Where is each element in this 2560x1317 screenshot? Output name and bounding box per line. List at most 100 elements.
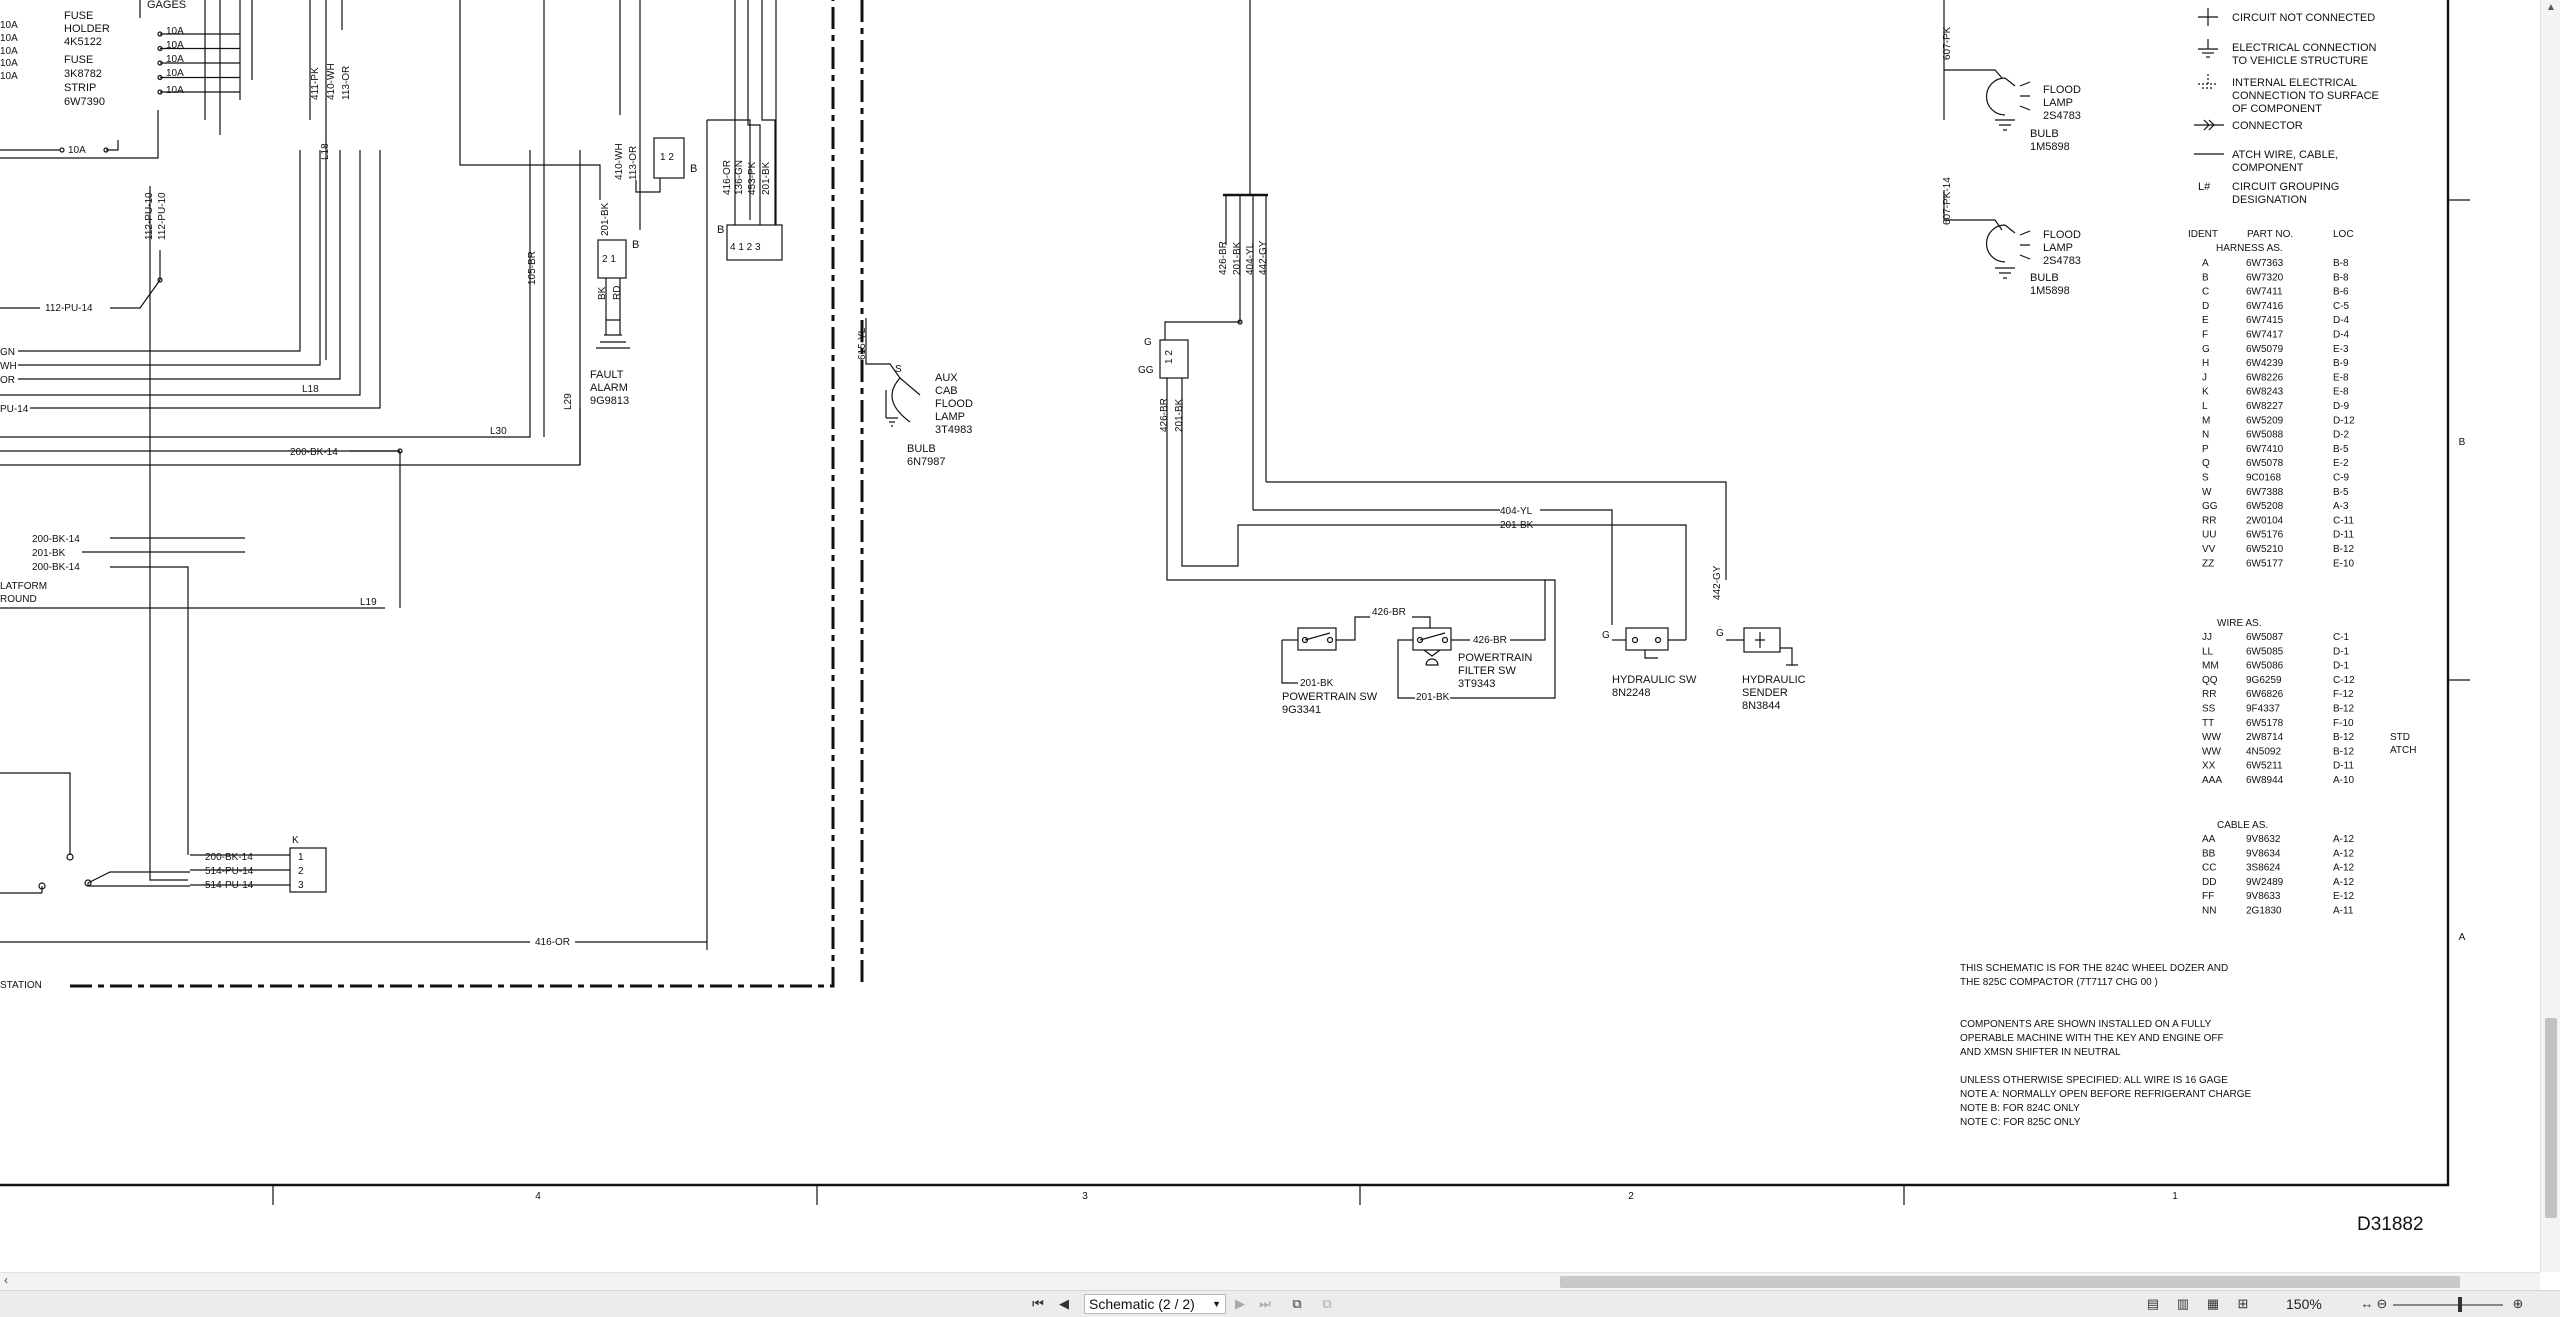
- label-aux-lamp: CAB: [935, 385, 958, 397]
- scroll-up-icon[interactable]: ▲: [2546, 2, 2556, 13]
- lamp-rays-icon: [2019, 81, 2031, 111]
- label-powertrain-filter-sw: FILTER SW: [1458, 665, 1516, 677]
- copy-page-icon[interactable]: ⧉: [1292, 1296, 1302, 1311]
- wire-part: 6W5086: [2246, 661, 2284, 672]
- two-page-view-icon[interactable]: ▦: [2206, 1296, 2220, 1311]
- switch-terminal: [1441, 636, 1449, 644]
- connector-box: [597, 239, 627, 279]
- label-fuse-10a: 10A: [166, 54, 184, 65]
- horizontal-scrollbar[interactable]: ‹: [0, 1272, 2540, 1290]
- note-line: NOTE C: FOR 825C ONLY: [1960, 1117, 2081, 1128]
- wire-line: [1164, 195, 1241, 340]
- wire-line: [87, 883, 190, 887]
- label-fuse-strip: 3K8782: [64, 68, 102, 80]
- wire-line: [1540, 509, 1613, 625]
- fit-view-icon[interactable]: ⊞: [2237, 1296, 2249, 1311]
- label-connector-g: G: [1602, 630, 1610, 641]
- note-line: COMPONENTS ARE SHOWN INSTALLED ON A FULL…: [1960, 1019, 2212, 1030]
- harness-part: 6W5078: [2246, 458, 2284, 469]
- label-wire-411-pk: 411-PK: [310, 67, 321, 100]
- last-page-icon[interactable]: ⏭: [1259, 1296, 1271, 1311]
- label-powertrain-filter-sw: POWERTRAIN: [1458, 652, 1532, 664]
- wire-part: 4N5092: [2246, 746, 2281, 757]
- harness-ident: A: [2202, 258, 2209, 269]
- previous-page-icon[interactable]: ◀: [1059, 1296, 1069, 1311]
- wire-ident: AAA: [2202, 775, 2222, 786]
- legend-text: CONNECTOR: [2232, 120, 2303, 132]
- cable-loc: A-12: [2333, 834, 2355, 845]
- first-page-icon[interactable]: ⏮: [1032, 1296, 1044, 1311]
- paste-page-icon[interactable]: ⧉: [1322, 1296, 1332, 1311]
- single-page-view-icon[interactable]: ▤: [2146, 1296, 2160, 1311]
- zoom-slider[interactable]: [2393, 1304, 2503, 1306]
- harness-title: HARNESS AS.: [2216, 243, 2283, 254]
- junction-dot: [1237, 319, 1243, 325]
- label-platform: ROUND: [0, 594, 37, 605]
- label-flood-lamp: 2S4783: [2043, 255, 2081, 267]
- legend-text: CIRCUIT NOT CONNECTED: [2232, 12, 2375, 24]
- wire-loc: A-10: [2333, 775, 2355, 786]
- wire-line: [18, 150, 321, 366]
- label-wire-136-gn: 136-GN: [734, 160, 745, 195]
- cable-loc: E-12: [2333, 891, 2355, 902]
- wire-loc: D-1: [2333, 646, 2350, 657]
- harness-ident: P: [2202, 444, 2209, 455]
- wire-part: 2W8714: [2246, 732, 2284, 743]
- next-page-icon[interactable]: ▶: [1235, 1296, 1245, 1311]
- status-bar: ⏮ ◀ Schematic (2 / 2)▼ ▶ ⏭ ⧉ ⧉ ▤ ▥ ▦ ⊞ 1…: [0, 1290, 2560, 1317]
- vertical-scroll-thumb[interactable]: [2545, 1018, 2557, 1218]
- label-fuse-holder: FUSE: [64, 10, 93, 22]
- ground-icon: [886, 417, 898, 427]
- cable-ident: NN: [2202, 906, 2216, 917]
- chevron-down-icon: ▼: [1212, 1299, 1221, 1309]
- harness-ident: W: [2202, 487, 2212, 498]
- label-l29: L29: [563, 393, 574, 410]
- horizontal-scroll-thumb[interactable]: [1560, 1276, 2460, 1288]
- harness-ident: F: [2202, 330, 2208, 341]
- harness-loc: D-9: [2333, 401, 2350, 412]
- vertical-scrollbar[interactable]: ▲: [2540, 0, 2560, 1272]
- connector-box: [1159, 339, 1189, 379]
- harness-part: 6W7411: [2246, 287, 2283, 298]
- connector-pins: 2 1: [602, 254, 616, 265]
- zoom-level: 150%: [2286, 1296, 2322, 1312]
- label-fuse-strip: STRIP: [64, 82, 96, 94]
- legend-text: COMPONENT: [2232, 162, 2304, 174]
- connector-pins: 2: [298, 866, 304, 877]
- ground-icon: [1995, 267, 2015, 279]
- connector-pins: 4 1 2 3: [730, 242, 761, 253]
- wire-line: [0, 110, 159, 159]
- harness-ident: Q: [2202, 458, 2210, 469]
- label-rd: RD: [612, 286, 623, 300]
- wire-line: [761, 0, 776, 225]
- table-header-loc: LOC: [2333, 229, 2354, 240]
- zoom-slider-handle[interactable]: [2458, 1297, 2462, 1312]
- note-line: THIS SCHEMATIC IS FOR THE 824C WHEEL DOZ…: [1960, 963, 2228, 974]
- wire-line: [1510, 580, 1546, 641]
- label-wire-gn: GN: [0, 347, 15, 358]
- scroll-left-icon[interactable]: ‹: [4, 1273, 8, 1287]
- label-wire-201-bk: 201-BK: [600, 202, 611, 236]
- legend-text: ELECTRICAL CONNECTION: [2232, 42, 2377, 54]
- zoom-out-icon[interactable]: ⊖: [2376, 1296, 2388, 1311]
- continuous-view-icon[interactable]: ▥: [2176, 1296, 2190, 1311]
- label-connector-g: G: [1144, 337, 1152, 348]
- label-fuse-10a: 10A: [0, 33, 18, 44]
- zoom-in-icon[interactable]: ⊕: [2512, 1296, 2524, 1311]
- label-wire-group: 200-BK-14: [32, 534, 80, 545]
- label-fuse-10a: 10A: [166, 40, 184, 51]
- label-fuse-10a: 10A: [166, 85, 184, 96]
- harness-part: 6W7320: [2246, 272, 2284, 283]
- page-select[interactable]: Schematic (2 / 2)▼: [1084, 1294, 1226, 1314]
- wire-ident: TT: [2202, 718, 2214, 729]
- label-wire-113-or: 113-OR: [628, 146, 639, 180]
- cable-part: 9V8632: [2246, 834, 2281, 845]
- cable-part: 9V8633: [2246, 891, 2281, 902]
- label-wire-410-wh: 410-WH: [326, 63, 337, 100]
- wire-part: 6W5211: [2246, 761, 2283, 772]
- harness-loc: C-11: [2333, 515, 2354, 526]
- pan-icon[interactable]: ↔: [2360, 1296, 2374, 1311]
- legend-text: CONNECTION TO SURFACE: [2232, 90, 2379, 102]
- wire-loc: D-1: [2333, 661, 2350, 672]
